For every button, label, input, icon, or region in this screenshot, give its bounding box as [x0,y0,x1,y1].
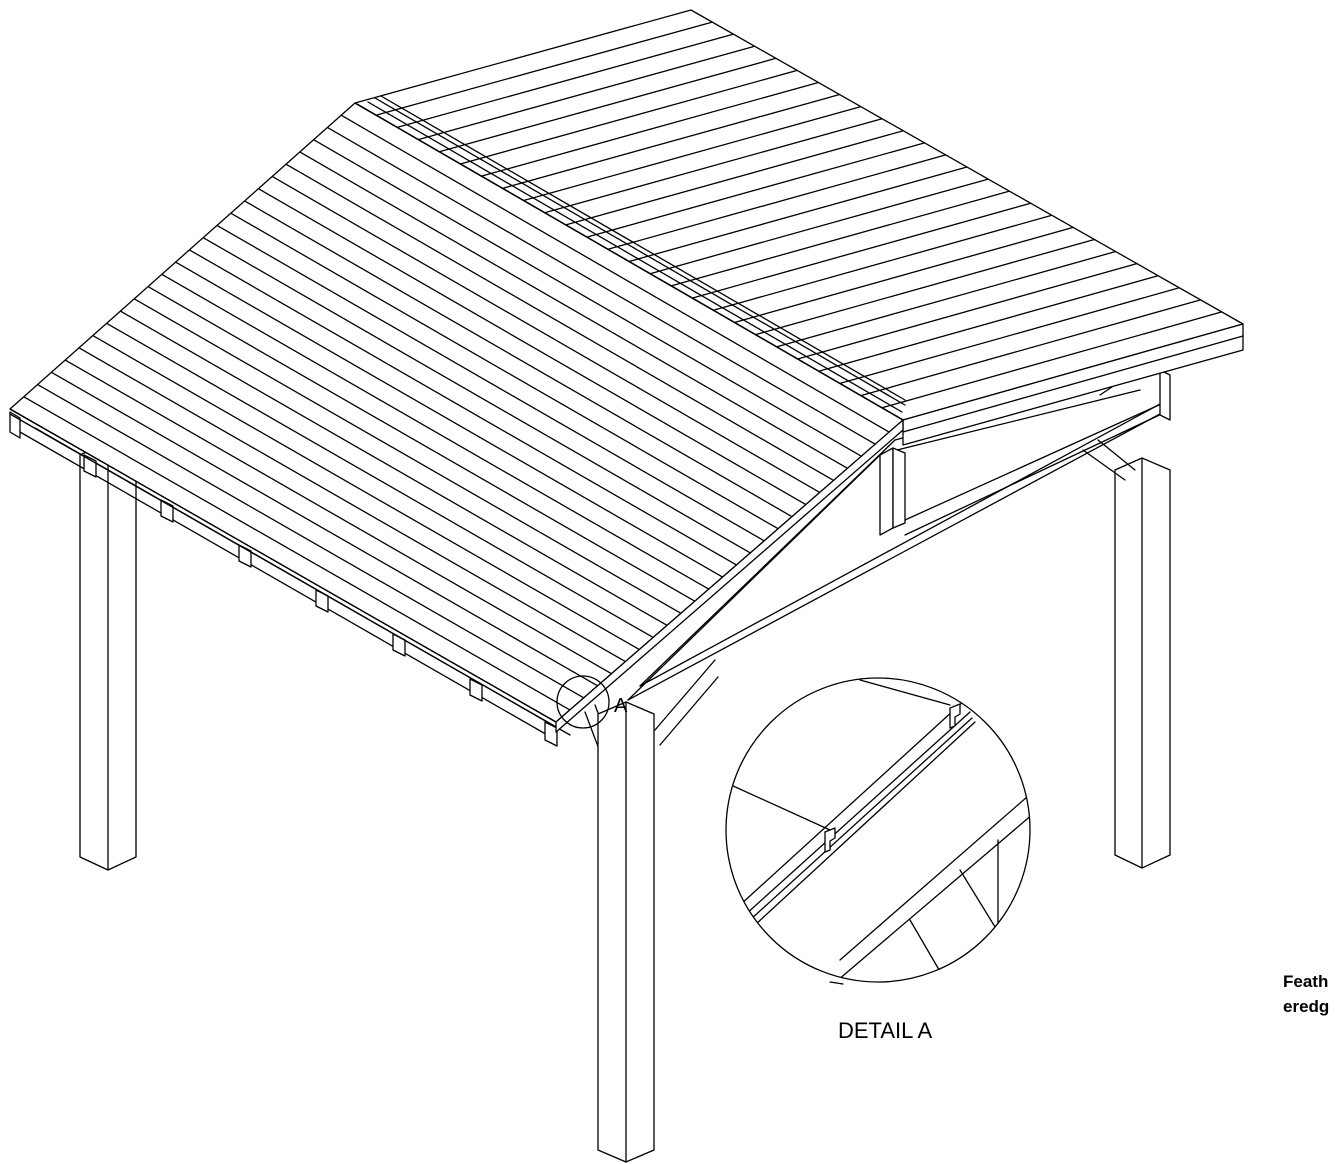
roof-board-seam [257,188,807,506]
roof-board-seam [818,275,1159,372]
roof-board-seam [607,154,947,250]
roof-board-seam [326,126,876,445]
roof-board-seam [501,93,841,189]
roof-board-seam [754,238,1096,336]
gable-framing [627,339,1241,701]
detail-a-view: DETAIL A [725,677,1031,1043]
roof-board-seam [438,57,777,153]
roof-board-seam [312,139,863,457]
front-left-post [79,441,137,871]
roof-board-seam [50,371,599,687]
roof-board-seam [733,226,1074,324]
roof-board-seam [133,298,682,614]
roof-board-seam [860,299,1202,397]
roof-board-seam [64,359,613,675]
roof-board-seam [670,190,1011,287]
roof-board-seam [78,347,627,663]
roof-board-seam [147,285,696,602]
roof-board-seam [796,262,1138,360]
roof-board-seam [522,105,862,202]
front-right-post [597,701,655,1163]
callout-label: A [614,695,628,717]
roof-board-seam [174,261,724,578]
roof-board-seam [459,69,798,165]
side-note-line-2: eredg [1283,997,1329,1016]
roof-board-seam [161,273,710,590]
roof-board-seam [340,114,890,433]
roof-board-seam [230,212,779,530]
roof-board-seam [285,163,835,482]
roof-board-seam [375,21,713,116]
right-roof-slope [354,9,1244,446]
roof-board-seam [202,236,751,554]
roof-board-seam [712,214,1053,311]
roof-board-seam [36,383,585,699]
side-note-line-1: Feath [1283,972,1328,991]
roof-board-seam [544,118,883,214]
roof-board-seam [396,33,735,129]
detail-label: DETAIL A [838,1018,932,1043]
roof-board-seam [119,310,668,627]
roof-board-seam [92,334,640,651]
roof-board-seam [565,130,904,226]
ridge-cap [354,95,906,421]
roof-board-seam [775,250,1117,348]
roof-board-seam [188,249,738,566]
roof-board-seam [839,287,1180,385]
roof-board-seam [881,311,1223,409]
roof-board-seam [586,142,926,238]
back-right-post [1114,457,1171,869]
left-roof-slope [9,102,904,733]
roof-board-seam [628,166,968,263]
roof-board-seam [216,224,765,542]
detail-callout: A [556,675,628,729]
roof-board-seam [417,45,756,141]
roof-board-seam [23,396,571,711]
roof-board-seam [271,175,821,494]
roof-board-seam [480,81,820,177]
roof-board-seam [649,178,989,275]
roof-board-seam [691,202,1032,299]
side-note: Feath eredg [1283,972,1329,1016]
roof-board-seam [105,322,654,639]
roof-board-seam [299,151,849,469]
roof-board-seam [243,200,793,518]
